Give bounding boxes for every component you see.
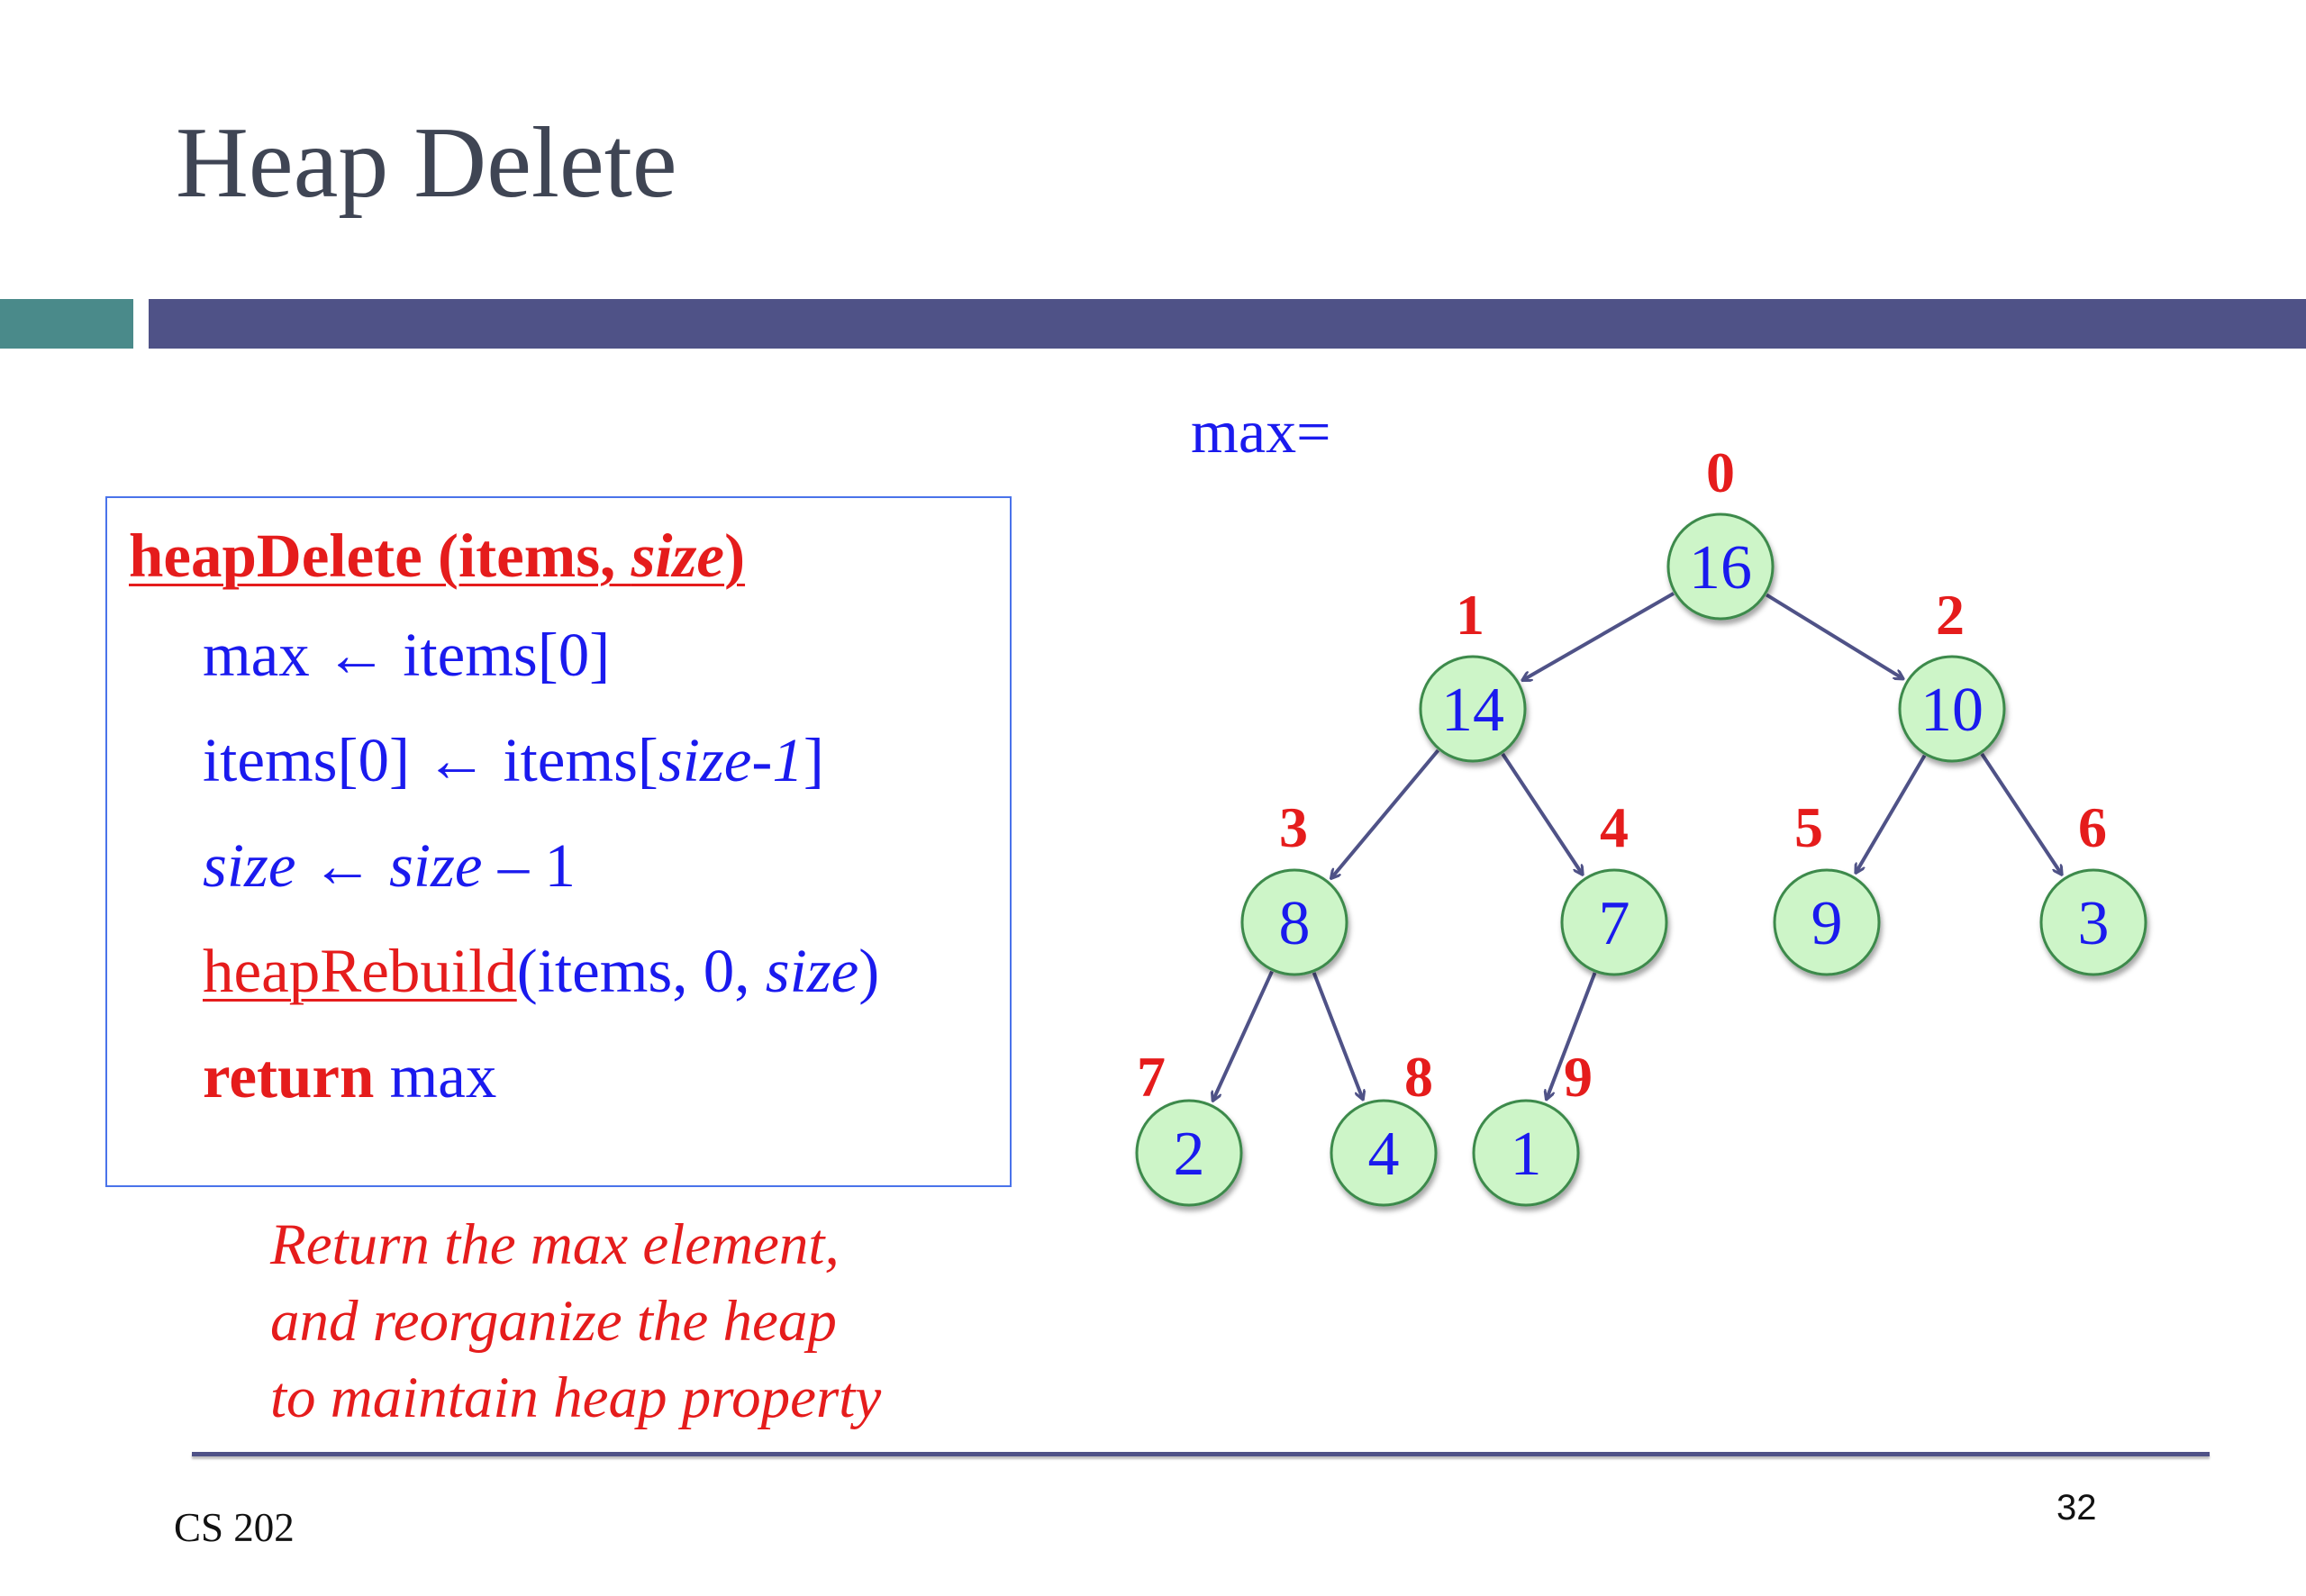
heap-node-index: 0 — [1706, 440, 1735, 504]
code-line-3-post: – 1 — [482, 831, 576, 900]
code-line-2: items[0] ← items[size-1] — [203, 730, 824, 792]
course-label: CS 202 — [174, 1505, 295, 1550]
code-line-4-args: (items, 0, — [516, 937, 766, 1005]
heap-node-index: 7 — [1137, 1045, 1166, 1109]
heap-node-index: 4 — [1600, 795, 1629, 859]
heap-node-value: 10 — [1920, 676, 1984, 745]
heap-node-index: 5 — [1794, 795, 1823, 859]
heap-node-circle — [2039, 868, 2147, 976]
heap-node-circle — [1773, 868, 1881, 976]
heap-node-2: 102 — [1898, 583, 2006, 763]
code-line-4: heapRebuild(items, 0, size) — [203, 940, 879, 1002]
heap-edge-3-7 — [1213, 970, 1274, 1101]
heap-node-4: 74 — [1560, 795, 1668, 976]
return-keyword: return — [203, 1042, 375, 1111]
heap-edge-2-5 — [1856, 754, 1927, 873]
header-bar-teal — [0, 299, 133, 349]
heap-node-value: 2 — [1174, 1120, 1205, 1189]
heap-edge-0-2 — [1766, 593, 1902, 678]
heap-node-circle — [1330, 1099, 1438, 1207]
heap-node-circle — [1666, 512, 1775, 621]
heap-edge-1-4 — [1501, 752, 1583, 875]
heap-edge-4-9 — [1547, 972, 1597, 1099]
heap-node-value: 4 — [1368, 1120, 1400, 1189]
heap-node-value: 9 — [1811, 889, 1843, 958]
heap-node-value: 14 — [1441, 676, 1504, 745]
heap-edge-2-6 — [1980, 752, 2062, 875]
signature-param: size — [631, 521, 725, 590]
page-number: 32 — [2056, 1488, 2097, 1528]
pseudocode-box: heapDelete (items, size) max ← items[0] … — [105, 496, 1012, 1187]
header-bar-purple — [149, 299, 2306, 349]
code-line-3-italic2: size — [389, 831, 483, 900]
heap-node-5: 95 — [1773, 795, 1881, 976]
max-label: max= — [1191, 397, 1331, 466]
heap-node-index: 6 — [2078, 795, 2107, 859]
heap-node-value: 3 — [2078, 889, 2110, 958]
heap-node-circle — [1419, 655, 1527, 763]
heap-node-value: 8 — [1279, 889, 1311, 958]
code-line-5: return max — [203, 1046, 496, 1108]
code-line-3-italic1: size — [203, 831, 296, 900]
heap-node-circle — [1560, 868, 1668, 976]
slide-title: Heap Delete — [176, 107, 677, 219]
heap-edge-0-1 — [1522, 592, 1675, 680]
code-line-2-italic: size-1 — [658, 726, 803, 794]
footer-rule — [192, 1452, 2210, 1456]
caption-line-3: to maintain heap property — [270, 1365, 882, 1430]
heap-node-value: 7 — [1599, 889, 1630, 958]
heap-node-index: 3 — [1279, 795, 1308, 859]
heap-node-index: 9 — [1564, 1045, 1593, 1109]
heap-node-value: 1 — [1511, 1120, 1542, 1189]
caption-line-1: Return the max element, — [270, 1212, 840, 1277]
signature-close: ) — [724, 521, 746, 590]
heap-node-3: 83 — [1240, 795, 1348, 976]
heap-edge-1-3 — [1331, 748, 1440, 878]
heap-rebuild-link: heapRebuild — [203, 937, 517, 1005]
caption-line-2: and reorganize the heap — [270, 1289, 837, 1354]
heap-edges — [1213, 592, 2062, 1101]
code-line-1: max ← items[0] — [203, 621, 611, 689]
caption: Return the max element, and reorganize t… — [270, 1207, 881, 1437]
heap-edge-3-8 — [1312, 972, 1363, 1099]
code-line-2-post: ] — [803, 726, 824, 794]
code-line-4-italic: size — [765, 937, 859, 1005]
code-line-4-close: ) — [858, 937, 880, 1005]
heap-node-9: 19 — [1472, 1045, 1593, 1207]
signature-name: heapDelete (items, — [129, 521, 631, 590]
heap-node-circle — [1240, 868, 1348, 976]
heap-node-8: 48 — [1330, 1045, 1438, 1207]
heap-node-circle — [1898, 655, 2006, 763]
heap-node-value: 16 — [1689, 533, 1752, 603]
function-signature: heapDelete (items, size) — [129, 525, 745, 587]
heap-node-6: 36 — [2039, 795, 2147, 976]
heap-node-circle — [1135, 1099, 1243, 1207]
heap-node-7: 27 — [1135, 1045, 1243, 1207]
heap-node-1: 141 — [1419, 583, 1527, 763]
heap-node-index: 1 — [1456, 583, 1484, 647]
heap-node-circle — [1472, 1099, 1580, 1207]
heap-node-index: 8 — [1404, 1045, 1433, 1109]
code-line-2-pre: items[0] ← items[ — [203, 726, 658, 794]
heap-node-index: 2 — [1936, 583, 1965, 647]
code-line-3: size ← size – 1 — [203, 835, 576, 897]
heap-node-0: 160 — [1666, 440, 1775, 621]
code-line-5-rest: max — [374, 1042, 497, 1111]
code-line-3-mid: ← — [295, 831, 389, 900]
